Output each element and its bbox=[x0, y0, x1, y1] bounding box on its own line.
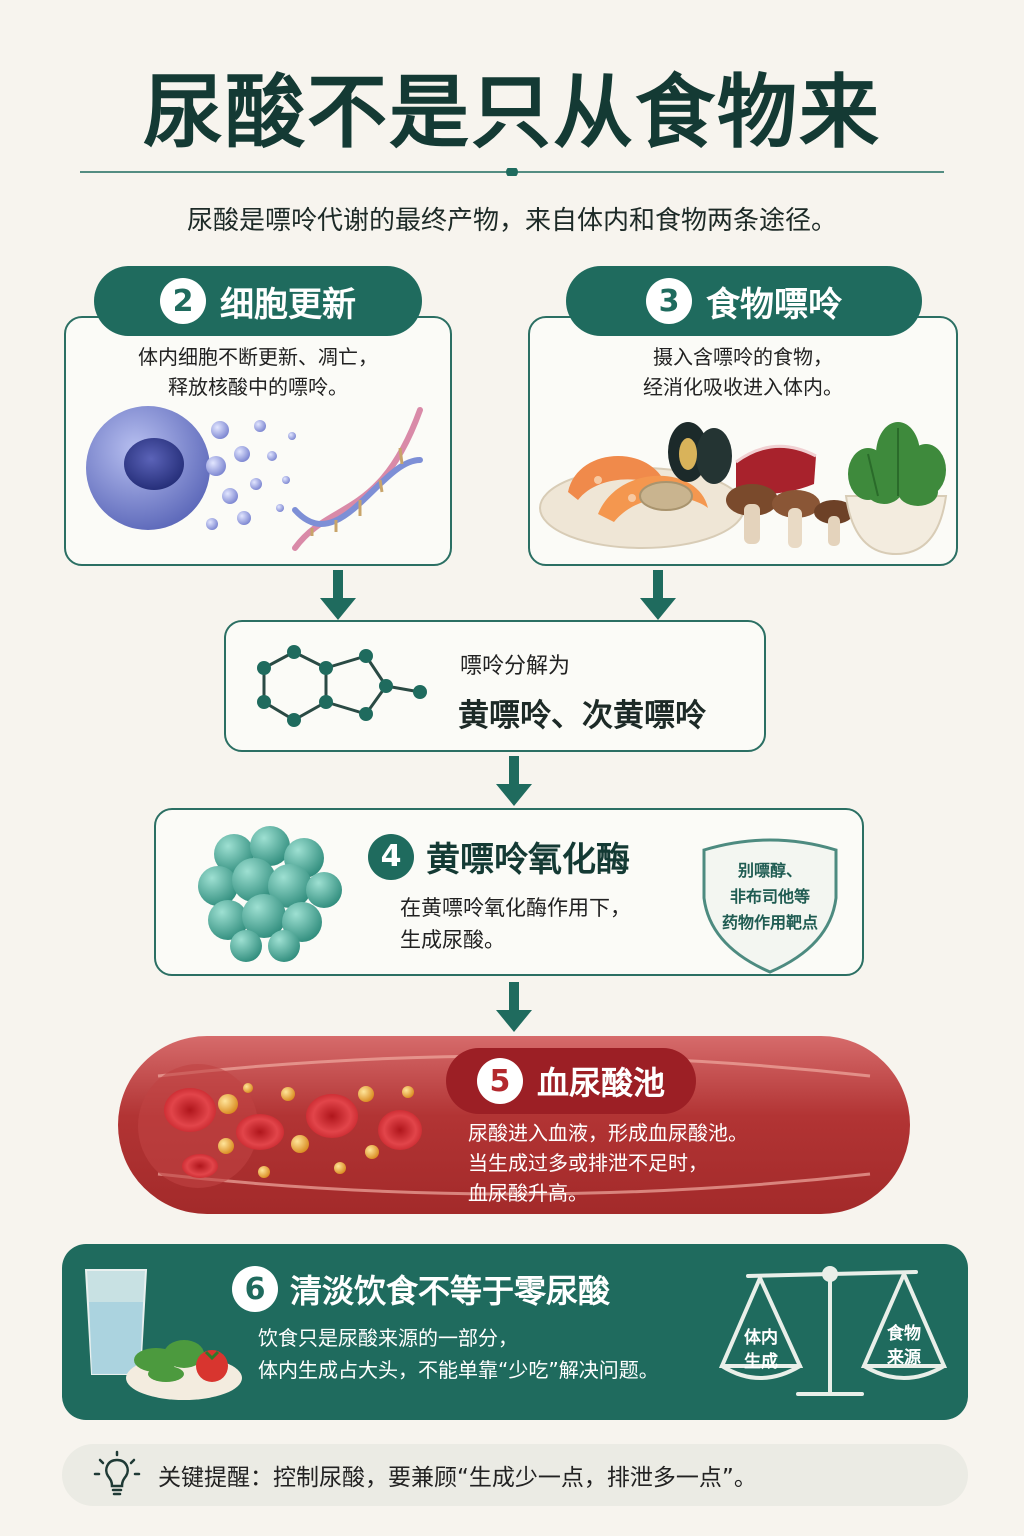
food-purine-text: 摄入含嘌呤的食物， 经消化吸收进入体内。 bbox=[643, 345, 843, 399]
step-number-badge: 6 bbox=[232, 1266, 278, 1312]
lightbulb-icon bbox=[93, 1450, 141, 1496]
purine-breakdown-box bbox=[224, 620, 766, 752]
enzyme-protein-icon bbox=[198, 826, 342, 962]
arrow-down-icon bbox=[496, 982, 532, 1032]
key-reminder-bar: 关键提醒：控制尿酸，要兼顾“生成少一点，排泄多一点”。 bbox=[62, 1444, 968, 1506]
page-title: 尿酸不是只从食物来 bbox=[143, 66, 881, 159]
diet-tip-label: 清淡饮食不等于零尿酸 bbox=[290, 1272, 611, 1310]
step-number-badge: 5 bbox=[476, 1058, 523, 1104]
cell-renewal-header: 2 细胞更新 bbox=[94, 266, 422, 336]
food-purine-label: 食物嘌呤 bbox=[706, 284, 842, 325]
shield-icon bbox=[702, 838, 838, 974]
blood-pool-text: 尿酸进入血液，形成血尿酸池。 当生成过多或排泄不足时， 血尿酸升高。 bbox=[468, 1121, 748, 1205]
key-reminder-text: 关键提醒：控制尿酸，要兼顾“生成少一点，排泄多一点”。 bbox=[158, 1465, 757, 1491]
diet-tip-text: 饮食只是尿酸来源的一部分， 体内生成占大头，不能单靠“少吃”解决问题。 bbox=[258, 1326, 659, 1382]
scale-label-food: 食物 来源 bbox=[887, 1324, 921, 1368]
blood-cells-illustration bbox=[164, 1083, 422, 1178]
subtitle: 尿酸是嘌呤代谢的最终产物，来自体内和食物两条途径。 bbox=[186, 206, 837, 236]
title-divider bbox=[80, 168, 944, 176]
step-number-badge: 2 bbox=[160, 278, 206, 324]
step-number-badge: 4 bbox=[368, 833, 414, 880]
food-illustration bbox=[539, 422, 948, 556]
cell-dna-illustration bbox=[86, 406, 423, 551]
enzyme-label: 黄嘌呤氧化酶 bbox=[426, 840, 630, 880]
cell-renewal-text: 体内细胞不断更新、凋亡， 释放核酸中的嘌呤。 bbox=[138, 345, 378, 399]
step-number-badge: 3 bbox=[646, 278, 692, 324]
water-salad-illustration bbox=[84, 1269, 242, 1400]
cell-renewal-label: 细胞更新 bbox=[220, 284, 356, 325]
arrow-down-icon bbox=[320, 570, 356, 620]
scale-label-internal: 体内 生成 bbox=[744, 1328, 778, 1372]
enzyme-text: 在黄嘌呤氧化酶作用下， 生成尿酸。 bbox=[400, 896, 631, 952]
balance-scale-icon bbox=[718, 1266, 948, 1396]
purine-breakdown-result: 黄嘌呤、次黄嘌呤 bbox=[458, 698, 706, 734]
drug-target-note: 别嘌醇、 非布司他等 药物作用靶点 bbox=[721, 861, 818, 932]
arrow-down-icon bbox=[496, 756, 532, 806]
purine-breakdown-lead: 嘌呤分解为 bbox=[460, 654, 571, 679]
arrow-down-icon bbox=[640, 570, 676, 620]
purine-molecule-icon bbox=[257, 645, 427, 727]
food-purine-header: 3 食物嘌呤 bbox=[566, 266, 922, 336]
blood-pool-label: 血尿酸池 bbox=[536, 1064, 665, 1102]
blood-pool-header: 5 血尿酸池 bbox=[446, 1048, 696, 1114]
